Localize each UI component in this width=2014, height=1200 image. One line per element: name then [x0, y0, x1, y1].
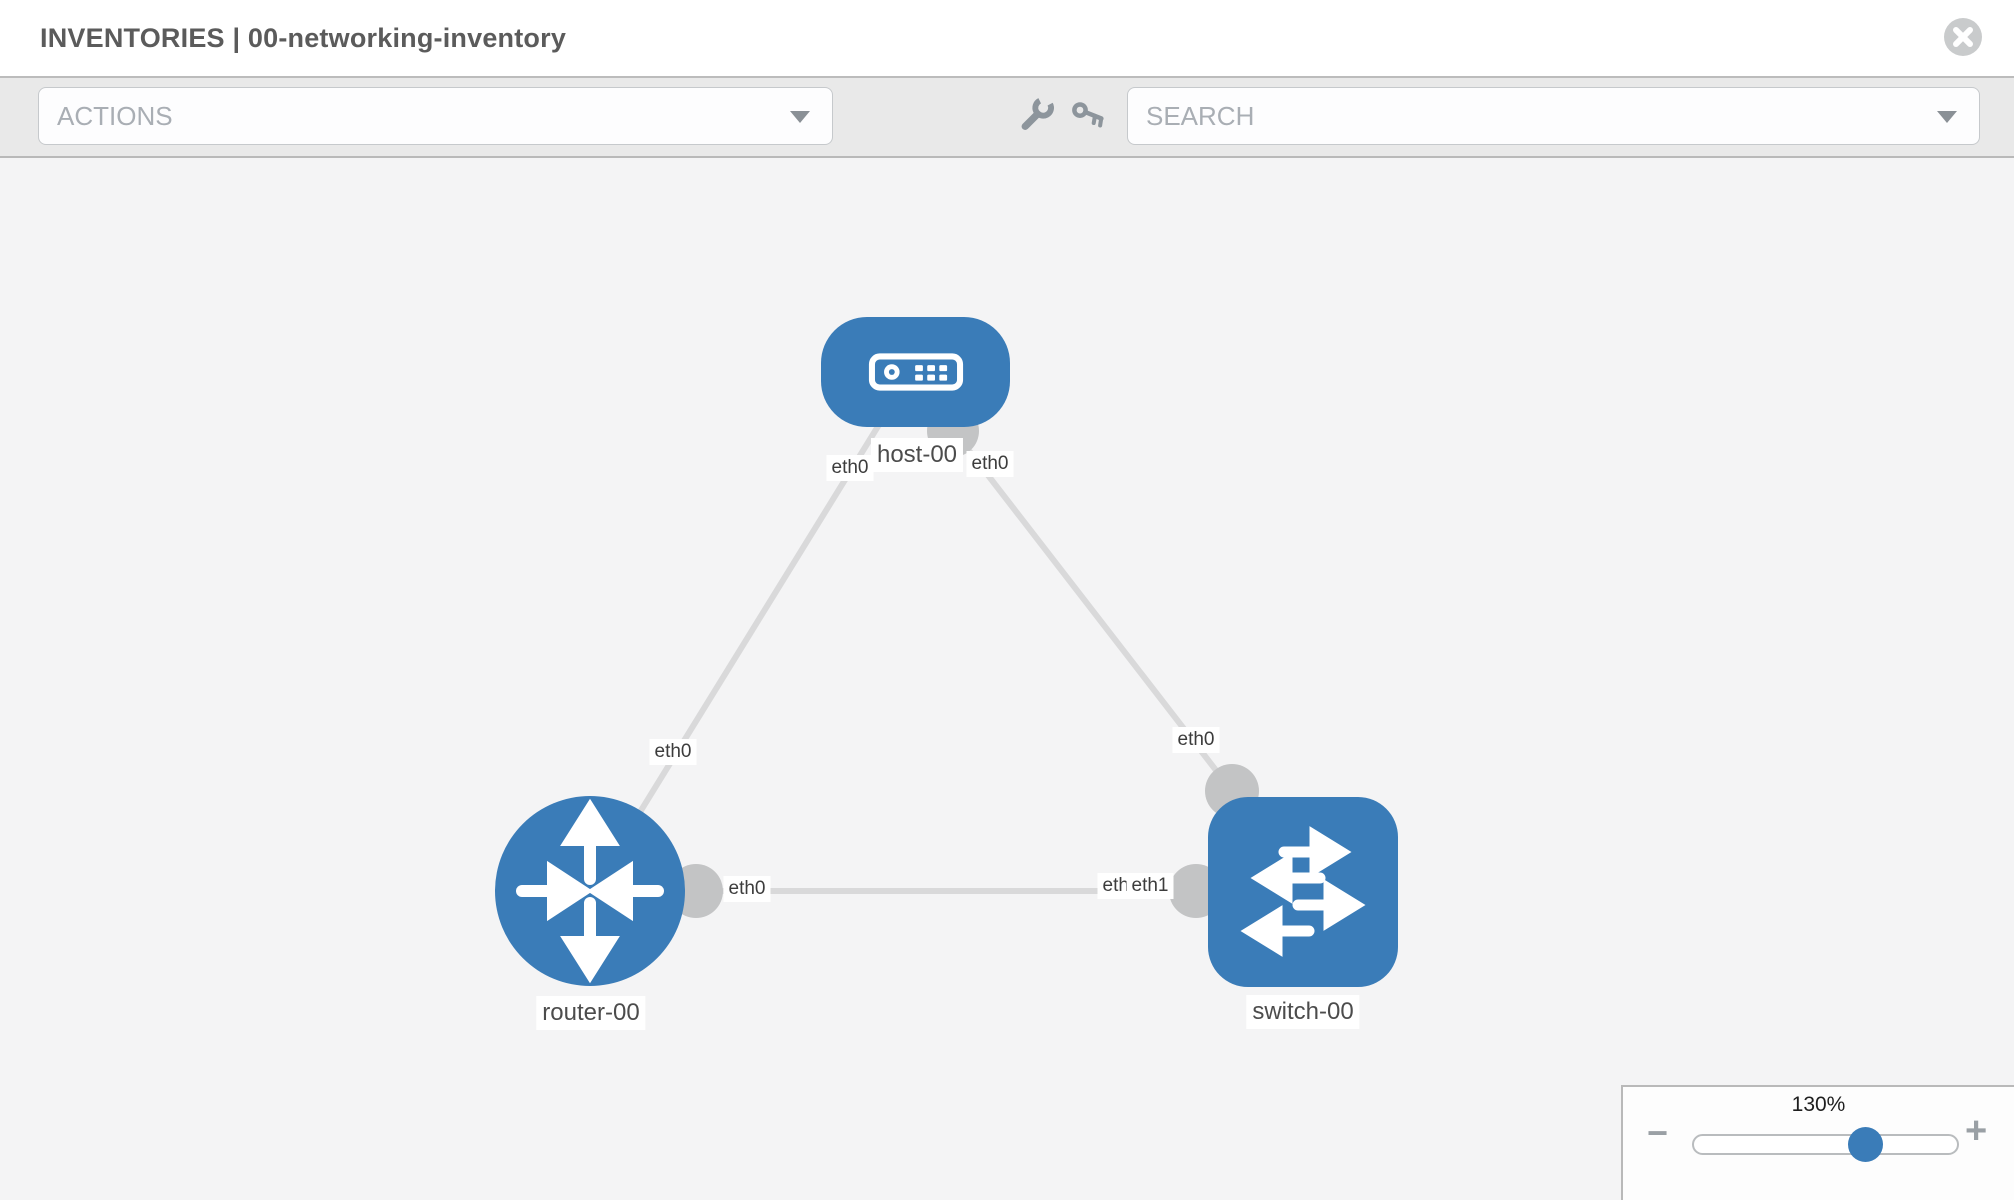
search-dropdown[interactable]: SEARCH — [1127, 87, 1980, 145]
configure-button[interactable] — [1019, 96, 1055, 132]
toolbar: ACTIONS SEARCH — [0, 76, 2014, 158]
credentials-button[interactable] — [1071, 96, 1107, 132]
link-host-router — [592, 412, 888, 888]
page-title: INVENTORIES | 00-networking-inventory — [40, 23, 567, 53]
search-dropdown-label: SEARCH — [1146, 101, 1255, 131]
node-router-00[interactable] — [495, 796, 685, 986]
close-button[interactable] — [1943, 17, 1983, 57]
topology-links — [587, 405, 1259, 918]
key-icon — [1072, 102, 1104, 128]
zoom-slider-handle[interactable] — [1848, 1127, 1883, 1162]
topology-canvas[interactable]: host-00 router-00 switch-00 eth0 eth0 et… — [0, 158, 2014, 1200]
chevron-down-icon — [790, 111, 810, 123]
switch-icon — [1240, 826, 1366, 957]
interface-label: eth0 — [723, 876, 771, 902]
chevron-down-icon — [1937, 111, 1957, 123]
zoom-slider-track[interactable] — [1692, 1134, 1959, 1155]
actions-dropdown-label: ACTIONS — [57, 101, 173, 131]
zoom-out-button[interactable]: − — [1647, 1112, 1669, 1153]
interface-label: eth1 — [1126, 873, 1174, 899]
node-label-host: host-00 — [870, 438, 964, 472]
zoom-in-button[interactable]: + — [1965, 1110, 1988, 1152]
zoom-level-label: 130% — [1791, 1093, 1846, 1116]
interface-label: eth0 — [826, 455, 874, 481]
host-icon — [868, 353, 963, 391]
close-icon — [1944, 18, 1982, 56]
interface-label: eth0 — [966, 451, 1014, 477]
node-label-router: router-00 — [536, 996, 646, 1030]
zoom-panel: 130% − + — [1621, 1085, 2014, 1200]
page-header: INVENTORIES | 00-networking-inventory — [0, 0, 2014, 76]
node-host-00[interactable] — [821, 317, 1010, 427]
node-switch-00[interactable] — [1208, 797, 1398, 987]
interface-label: eth0 — [649, 739, 697, 765]
actions-dropdown[interactable]: ACTIONS — [38, 87, 833, 145]
interface-label: eth0 — [1172, 727, 1220, 753]
node-label-switch: switch-00 — [1246, 995, 1360, 1029]
wrench-icon — [1021, 97, 1054, 130]
router-icon — [516, 798, 664, 984]
